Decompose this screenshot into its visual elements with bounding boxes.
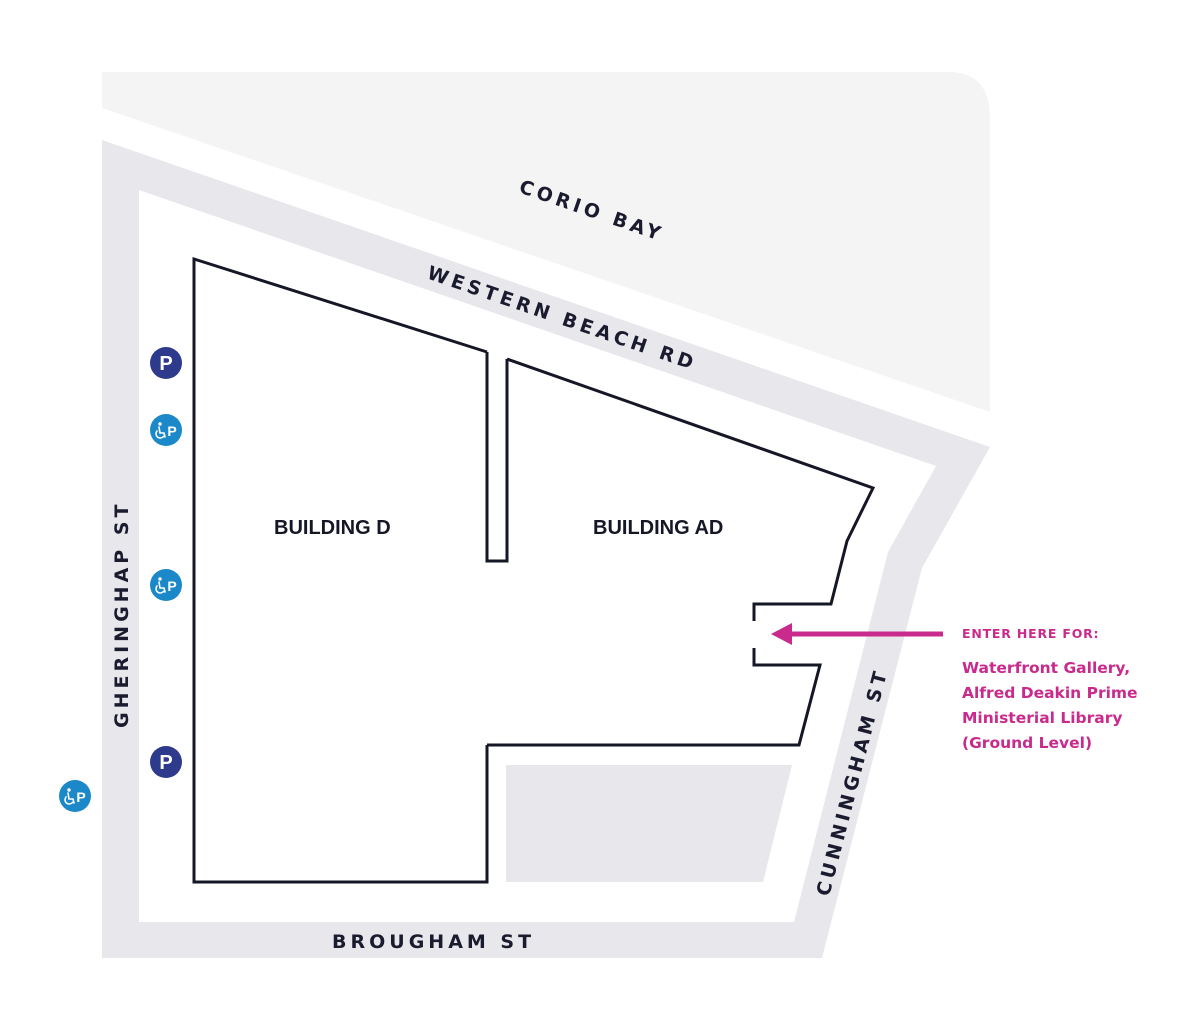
entry-destination-line: (Ground Level): [962, 734, 1093, 752]
accessible-parking-symbol: P: [167, 423, 176, 439]
building-d-outline: [192, 256, 509, 884]
parking-symbol: P: [159, 752, 172, 774]
accessible-parking-marker-2[interactable]: P: [150, 569, 182, 601]
parking-symbol: P: [159, 353, 172, 375]
parking-icon: [150, 347, 182, 379]
parking-marker-2[interactable]: P: [150, 746, 182, 778]
entry-heading: ENTER HERE FOR:: [962, 626, 1100, 641]
accessible-parking-marker-3[interactable]: P: [59, 780, 91, 812]
block-interior: [139, 190, 936, 922]
car-lot: [506, 765, 792, 882]
accessible-parking-icon: [150, 414, 182, 446]
parking-icon: [150, 746, 182, 778]
corio-bay-area: [102, 72, 990, 412]
building-d-label: BUILDING D: [274, 517, 391, 539]
accessible-parking-icon: [59, 780, 91, 812]
entry-destination-line: Waterfront Gallery,: [962, 659, 1131, 677]
building-ad-outline: [487, 357, 876, 747]
parking-marker-1[interactable]: P: [150, 347, 182, 379]
street-label-brougham-st: BROUGHAM ST: [332, 931, 535, 953]
entry-destinations: Waterfront Gallery, Alfred Deakin Prime …: [962, 656, 1182, 756]
accessible-parking-icon: [150, 569, 182, 601]
accessible-parking-symbol: P: [76, 789, 85, 805]
wheelchair-icon: [155, 422, 166, 439]
entry-destination-line: Ministerial Library: [962, 709, 1123, 727]
accessible-parking-marker-1[interactable]: P: [150, 414, 182, 446]
entry-destination-line: Alfred Deakin Prime: [962, 684, 1138, 702]
wheelchair-icon: [155, 577, 166, 594]
building-ad-label: BUILDING AD: [593, 517, 723, 539]
accessible-parking-symbol: P: [167, 578, 176, 594]
street-label-gheringhap-st: GHERINGHAP ST: [111, 501, 133, 728]
wheelchair-icon: [64, 788, 75, 805]
arrow-left-icon: [771, 623, 943, 645]
